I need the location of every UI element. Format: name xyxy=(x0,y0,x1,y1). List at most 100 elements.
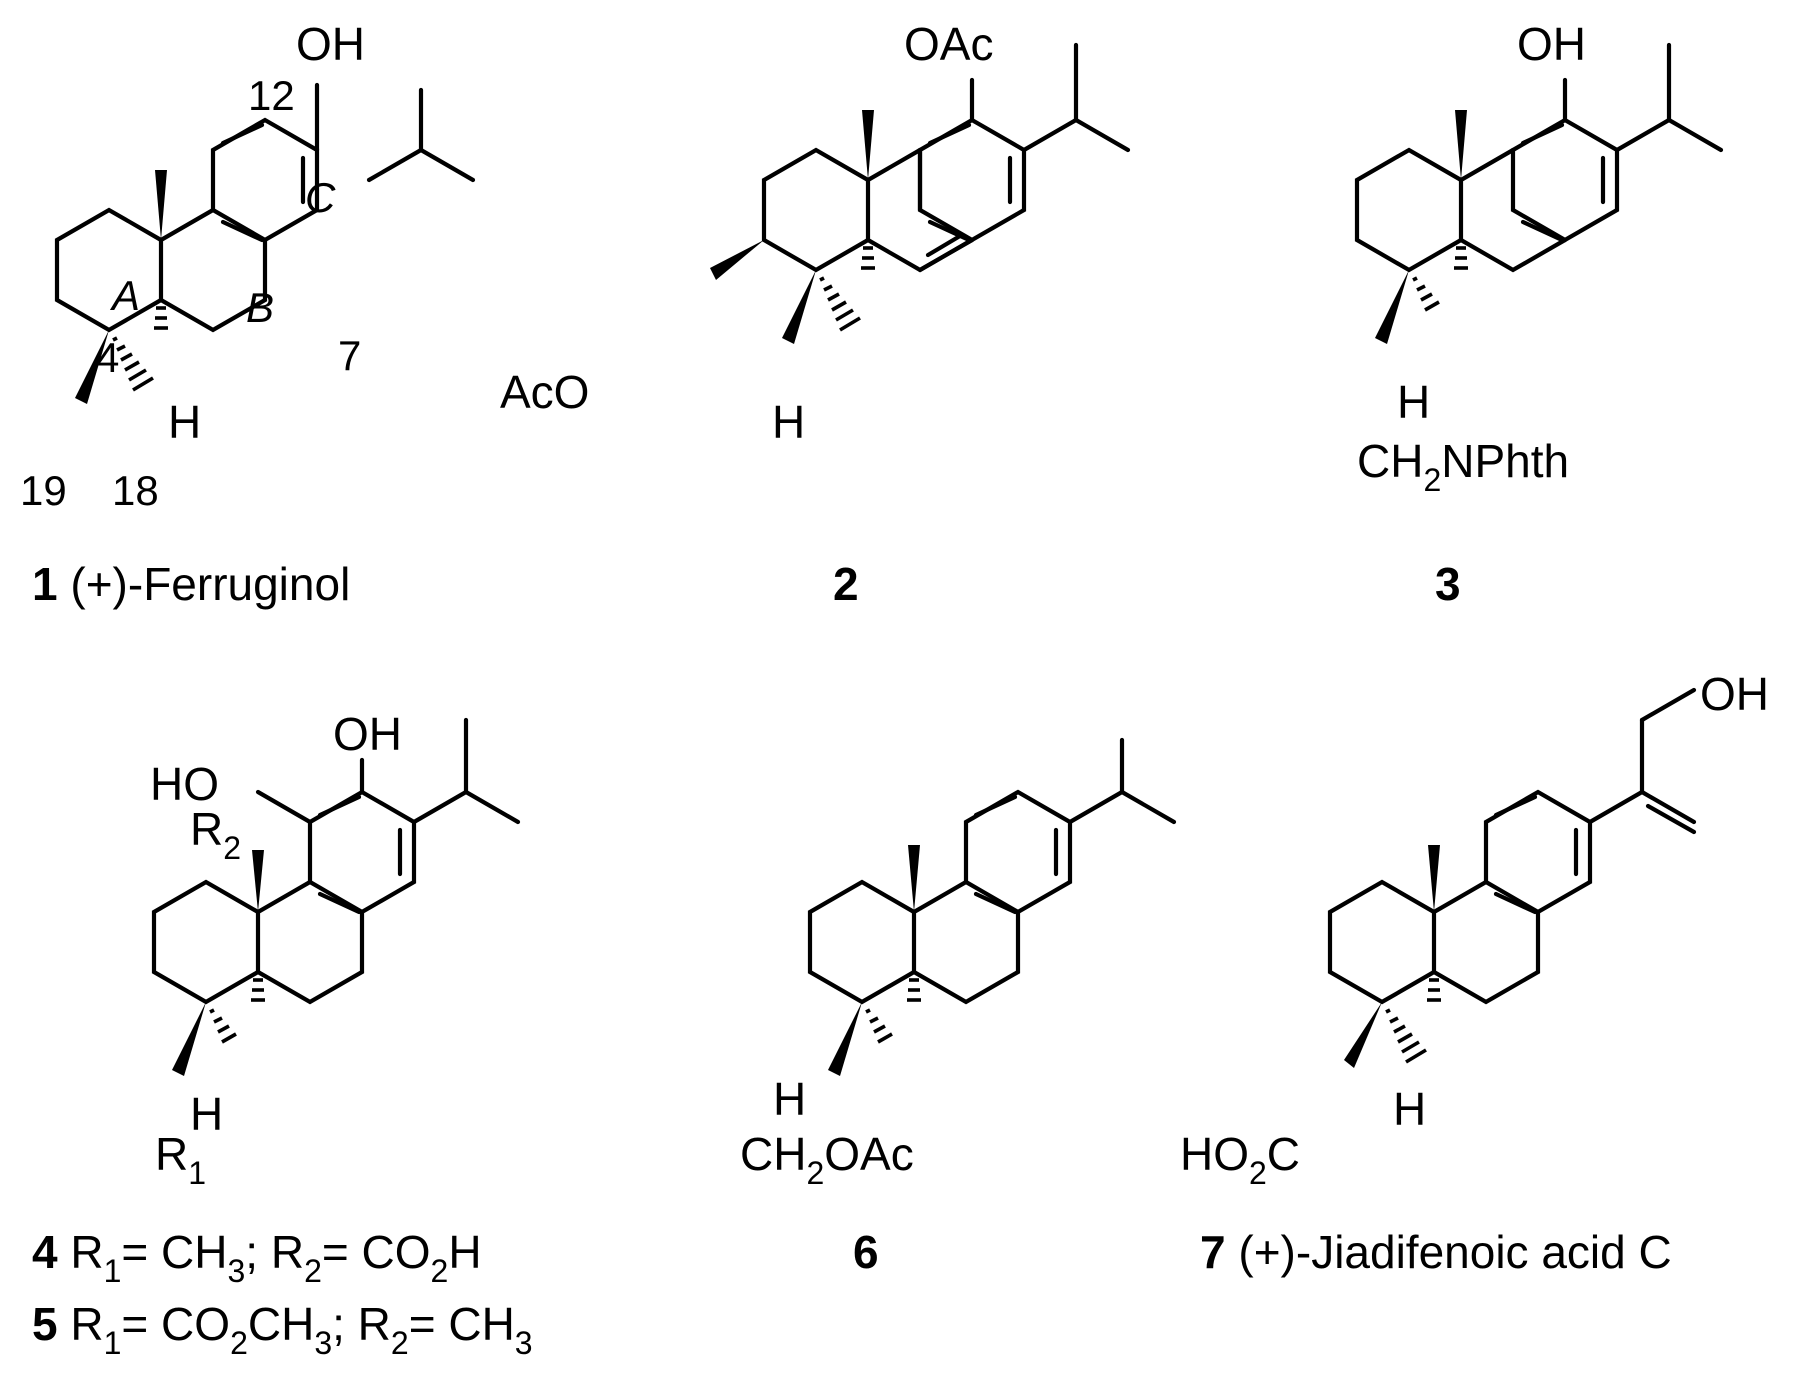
m7-oh-label: OH xyxy=(1700,668,1769,720)
m1-c4-label: 4 xyxy=(96,334,119,381)
m2-ring-a xyxy=(761,147,871,273)
m2-methyl-hash xyxy=(819,276,861,332)
m4-r1-hash xyxy=(209,1008,237,1044)
m2-h-hash xyxy=(861,246,875,270)
m1-aromatic-line xyxy=(220,122,265,146)
m4-methyl-wedge xyxy=(172,1002,206,1076)
m1-ring-b-label: B xyxy=(246,284,274,331)
caption-3: 3 xyxy=(1435,558,1461,610)
caption-5: 5 R1= CO2CH3; R2= CH3 xyxy=(32,1298,533,1361)
m6-ring-a xyxy=(807,879,917,1005)
m2-ring-b xyxy=(917,237,975,273)
m2-aromatic-line xyxy=(927,122,972,146)
m3-ch2nphth-label: CH2NPhth xyxy=(1357,435,1569,498)
caption-7: 7 (+)-Jiadifenoic acid C xyxy=(1200,1226,1672,1278)
m4-ho-bond xyxy=(255,789,313,825)
caption-6: 6 xyxy=(853,1226,879,1278)
m7-methylene xyxy=(1645,803,1697,835)
m1-isopropyl xyxy=(418,147,476,183)
m4-isopropyl xyxy=(463,789,521,825)
caption-2: 2 xyxy=(833,558,859,610)
m4-ring-b xyxy=(255,879,365,1005)
m6-isopropyl xyxy=(1119,789,1177,825)
m1-c18-label: 18 xyxy=(112,467,159,514)
m7-co2h-wedge xyxy=(1344,1002,1382,1068)
m2-double-bond xyxy=(925,233,963,258)
m4-ring-a xyxy=(151,879,261,1005)
m3-methyl-wedge xyxy=(1455,110,1467,180)
m7-h-hash xyxy=(1427,978,1441,1002)
m3-isopropyl xyxy=(1666,117,1724,153)
molecule-4-5 xyxy=(151,717,521,1076)
m7-methyl-hash xyxy=(1385,1008,1427,1064)
m1-methyl-wedge xyxy=(155,170,167,240)
m7-aromatic-line xyxy=(1493,794,1538,818)
caption-1: 1 (+)-Ferruginol xyxy=(32,558,350,610)
molecule-1 xyxy=(54,82,476,404)
m2-aromatic-line xyxy=(927,219,972,243)
m3-oh-label: OH xyxy=(1517,18,1586,70)
m1-h-hash xyxy=(154,306,168,330)
m4-ho-label: HO xyxy=(150,758,219,810)
m3-methyl-wedge xyxy=(1375,270,1409,344)
m6-methyl-wedge xyxy=(828,1002,862,1076)
m4-oh-label: OH xyxy=(333,708,402,760)
m1-methyl-18-hash xyxy=(112,336,154,392)
m2-isopropyl xyxy=(1021,117,1079,153)
m1-ring-b xyxy=(158,207,268,333)
m7-ring-a xyxy=(1327,879,1437,1005)
molecule-6 xyxy=(807,737,1177,1076)
m7-methyl-wedge xyxy=(1428,845,1440,912)
m3-isopropyl xyxy=(1614,117,1672,153)
m4-isopropyl xyxy=(411,789,469,825)
m6-methyl-wedge xyxy=(908,845,920,912)
caption-4: 4 R1= CH3; R2= CO2H xyxy=(32,1226,482,1289)
m1-aromatic-line xyxy=(220,219,265,243)
m7-aromatic-line xyxy=(1493,891,1538,915)
m4-r2-wedge xyxy=(252,850,264,912)
m6-aromatic-line xyxy=(973,891,1018,915)
m7-methylene xyxy=(1639,789,1697,825)
m2-methyl-wedge xyxy=(862,110,874,180)
m1-ring-a-label: A xyxy=(109,272,140,319)
m2-aco-wedge xyxy=(710,240,764,280)
m2-h-label: H xyxy=(772,396,805,448)
m1-c19-label: 19 xyxy=(20,467,67,514)
molecule-2 xyxy=(710,42,1131,344)
m2-aco-label: AcO xyxy=(500,366,589,418)
m3-ring-a xyxy=(1354,147,1464,273)
m7-ch2oh-bond xyxy=(1639,687,1697,723)
m6-ring-b xyxy=(911,879,1021,1005)
m6-ch2oac-label: CH2OAc xyxy=(740,1128,914,1191)
m1-oh-label: OH xyxy=(296,18,365,70)
m3-aromatic-line xyxy=(1520,219,1565,243)
m2-isopropyl xyxy=(1073,117,1131,153)
m4-aromatic-line xyxy=(317,891,362,915)
m1-ring-a xyxy=(54,207,164,333)
m6-ch2-hash xyxy=(865,1008,893,1044)
m4-aromatic-line xyxy=(317,794,362,818)
m6-isopropyl xyxy=(1067,789,1125,825)
m7-vinyl-bond xyxy=(1587,789,1645,825)
m1-isopropyl xyxy=(366,147,424,183)
m4-r1-label: R1 xyxy=(155,1128,206,1191)
m4-h-label: H xyxy=(190,1088,223,1140)
m7-h-label: H xyxy=(1393,1083,1426,1135)
m7-ring-b xyxy=(1431,879,1541,1005)
m6-h-hash xyxy=(907,978,921,1002)
m1-c7-label: 7 xyxy=(338,332,361,379)
m3-ch2-hash xyxy=(1412,276,1440,312)
m2-methyl-wedge xyxy=(782,270,816,344)
m4-h-hash xyxy=(251,978,265,1002)
m6-aromatic-line xyxy=(973,794,1018,818)
m1-c12-label: 12 xyxy=(248,72,295,119)
molecule-7 xyxy=(1327,687,1697,1068)
m3-aromatic-line xyxy=(1520,122,1565,146)
m7-ho2c-label: HO2C xyxy=(1180,1128,1300,1191)
m1-h-label: H xyxy=(168,396,201,448)
m1-ring-c-label: C xyxy=(305,174,336,221)
m6-h-label: H xyxy=(773,1073,806,1125)
molecule-3 xyxy=(1354,42,1724,344)
